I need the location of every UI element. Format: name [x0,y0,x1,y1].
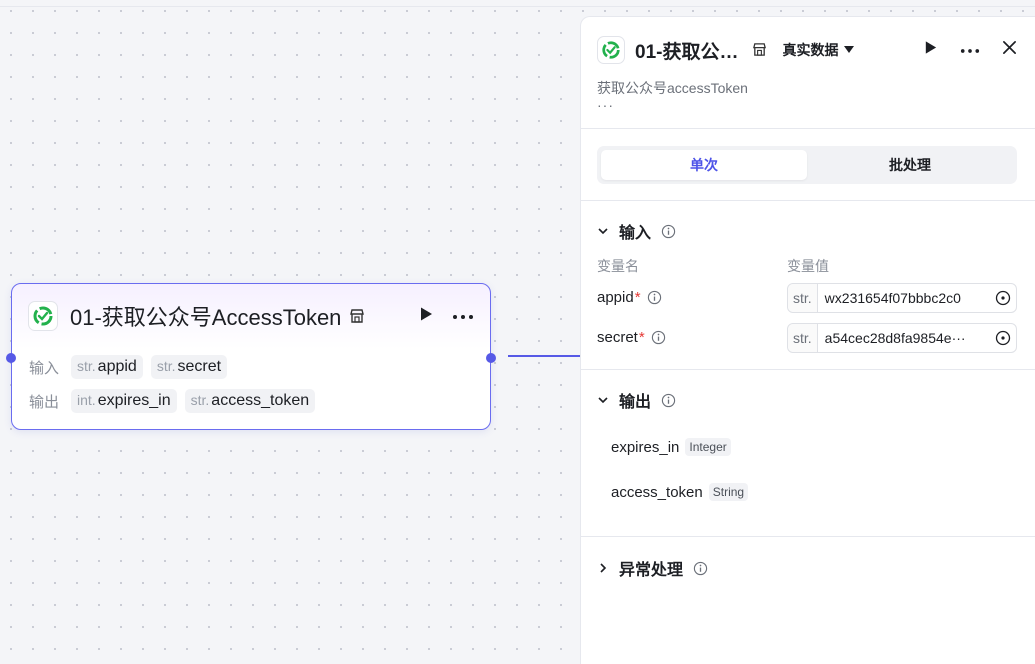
node-header: 01-获取公众号AccessToken [28,300,474,332]
output-type-badge: Integer [685,438,731,456]
data-mode-dropdown[interactable]: 真实数据 [782,40,855,60]
column-header-name: 变量名 [597,258,639,274]
store-icon [349,308,365,324]
input-section-header[interactable]: 输入 [597,219,676,243]
secret-value[interactable]: a54cec28d8fa9854e··· [824,330,966,346]
output-item: access_token String [611,483,749,501]
run-test-button[interactable] [923,40,938,60]
node-input-tag: str.secret [150,355,228,379]
description-more[interactable]: ··· [597,97,614,113]
close-icon[interactable] [1002,40,1017,60]
workflow-node[interactable]: 01-获取公众号AccessToken 输入 str.appid str.sec… [6,283,496,430]
output-name: expires_in [611,438,680,456]
node-input-row: 输入 str.appid str.secret [29,355,235,379]
column-header-value: 变量值 [787,258,829,274]
error-handling-section-header[interactable]: 异常处理 [597,556,708,580]
output-name: access_token [611,483,703,501]
info-icon[interactable] [651,330,666,345]
panel-header: 01-获取公… 真实数据 [597,35,1017,65]
tab-batch[interactable]: 批处理 [889,157,931,173]
run-mode-tabs: 单次 批处理 [597,146,1017,184]
input-section-title: 输入 [619,225,652,242]
output-type-badge: String [708,483,749,501]
chevron-down-icon [598,228,608,235]
output-item: expires_in Integer [611,438,731,456]
panel-title: 01-获取公… [635,41,739,63]
required-mark: * [634,289,641,306]
chevron-down-icon [598,397,608,404]
node-output-label: 输出 [29,393,60,411]
output-section-header[interactable]: 输出 [597,388,676,412]
node-output-tag: str.access_token [184,389,316,413]
appid-value[interactable]: wx231654f07bbbc2c0 [824,290,961,306]
node-detail-panel: 01-获取公… 真实数据 获取公众号accessToken ··· 单次 批处理 [580,16,1035,664]
connection-edge[interactable] [508,355,582,357]
node-output-row: 输出 int.expires_in str.access_token [29,389,323,413]
variable-name-secret: secret* [597,329,666,346]
variable-name-appid: appid* [597,289,662,306]
secret-value-field[interactable]: str. a54cec28d8fa9854e··· [787,323,1017,353]
run-node-button[interactable] [418,306,434,327]
info-icon[interactable] [661,224,676,239]
type-prefix: str. [788,284,818,312]
variable-picker-icon[interactable] [990,330,1016,346]
panel-more-icon[interactable] [960,41,980,59]
data-mode-label: 真实数据 [782,42,839,58]
type-prefix: str. [788,324,818,352]
store-icon [752,42,768,58]
info-icon[interactable] [693,561,708,576]
node-title: 01-获取公众号AccessToken [70,305,342,330]
node-output-tag: int.expires_in [71,389,177,413]
node-input-label: 输入 [29,359,60,377]
divider [581,200,1035,201]
chevron-right-icon [600,563,607,573]
node-input-tag: str.appid [71,355,143,379]
divider [581,369,1035,370]
tab-single[interactable]: 单次 [601,150,807,180]
caret-down-icon [844,46,855,53]
info-icon[interactable] [661,393,676,408]
output-section-title: 输出 [619,394,652,411]
node-input-port[interactable] [6,353,16,363]
info-icon[interactable] [647,290,662,305]
error-handling-title: 异常处理 [619,562,684,579]
node-output-port[interactable] [486,353,496,363]
divider [581,128,1035,129]
wechat-plugin-icon [28,301,58,331]
canvas-top-border [0,0,1035,7]
wechat-plugin-icon [597,36,625,64]
variable-picker-icon[interactable] [990,290,1016,306]
divider [581,536,1035,537]
appid-value-field[interactable]: str. wx231654f07bbbc2c0 [787,283,1017,313]
panel-description: 获取公众号accessToken [597,80,748,96]
node-more-icon[interactable] [452,307,474,325]
required-mark: * [638,329,645,346]
